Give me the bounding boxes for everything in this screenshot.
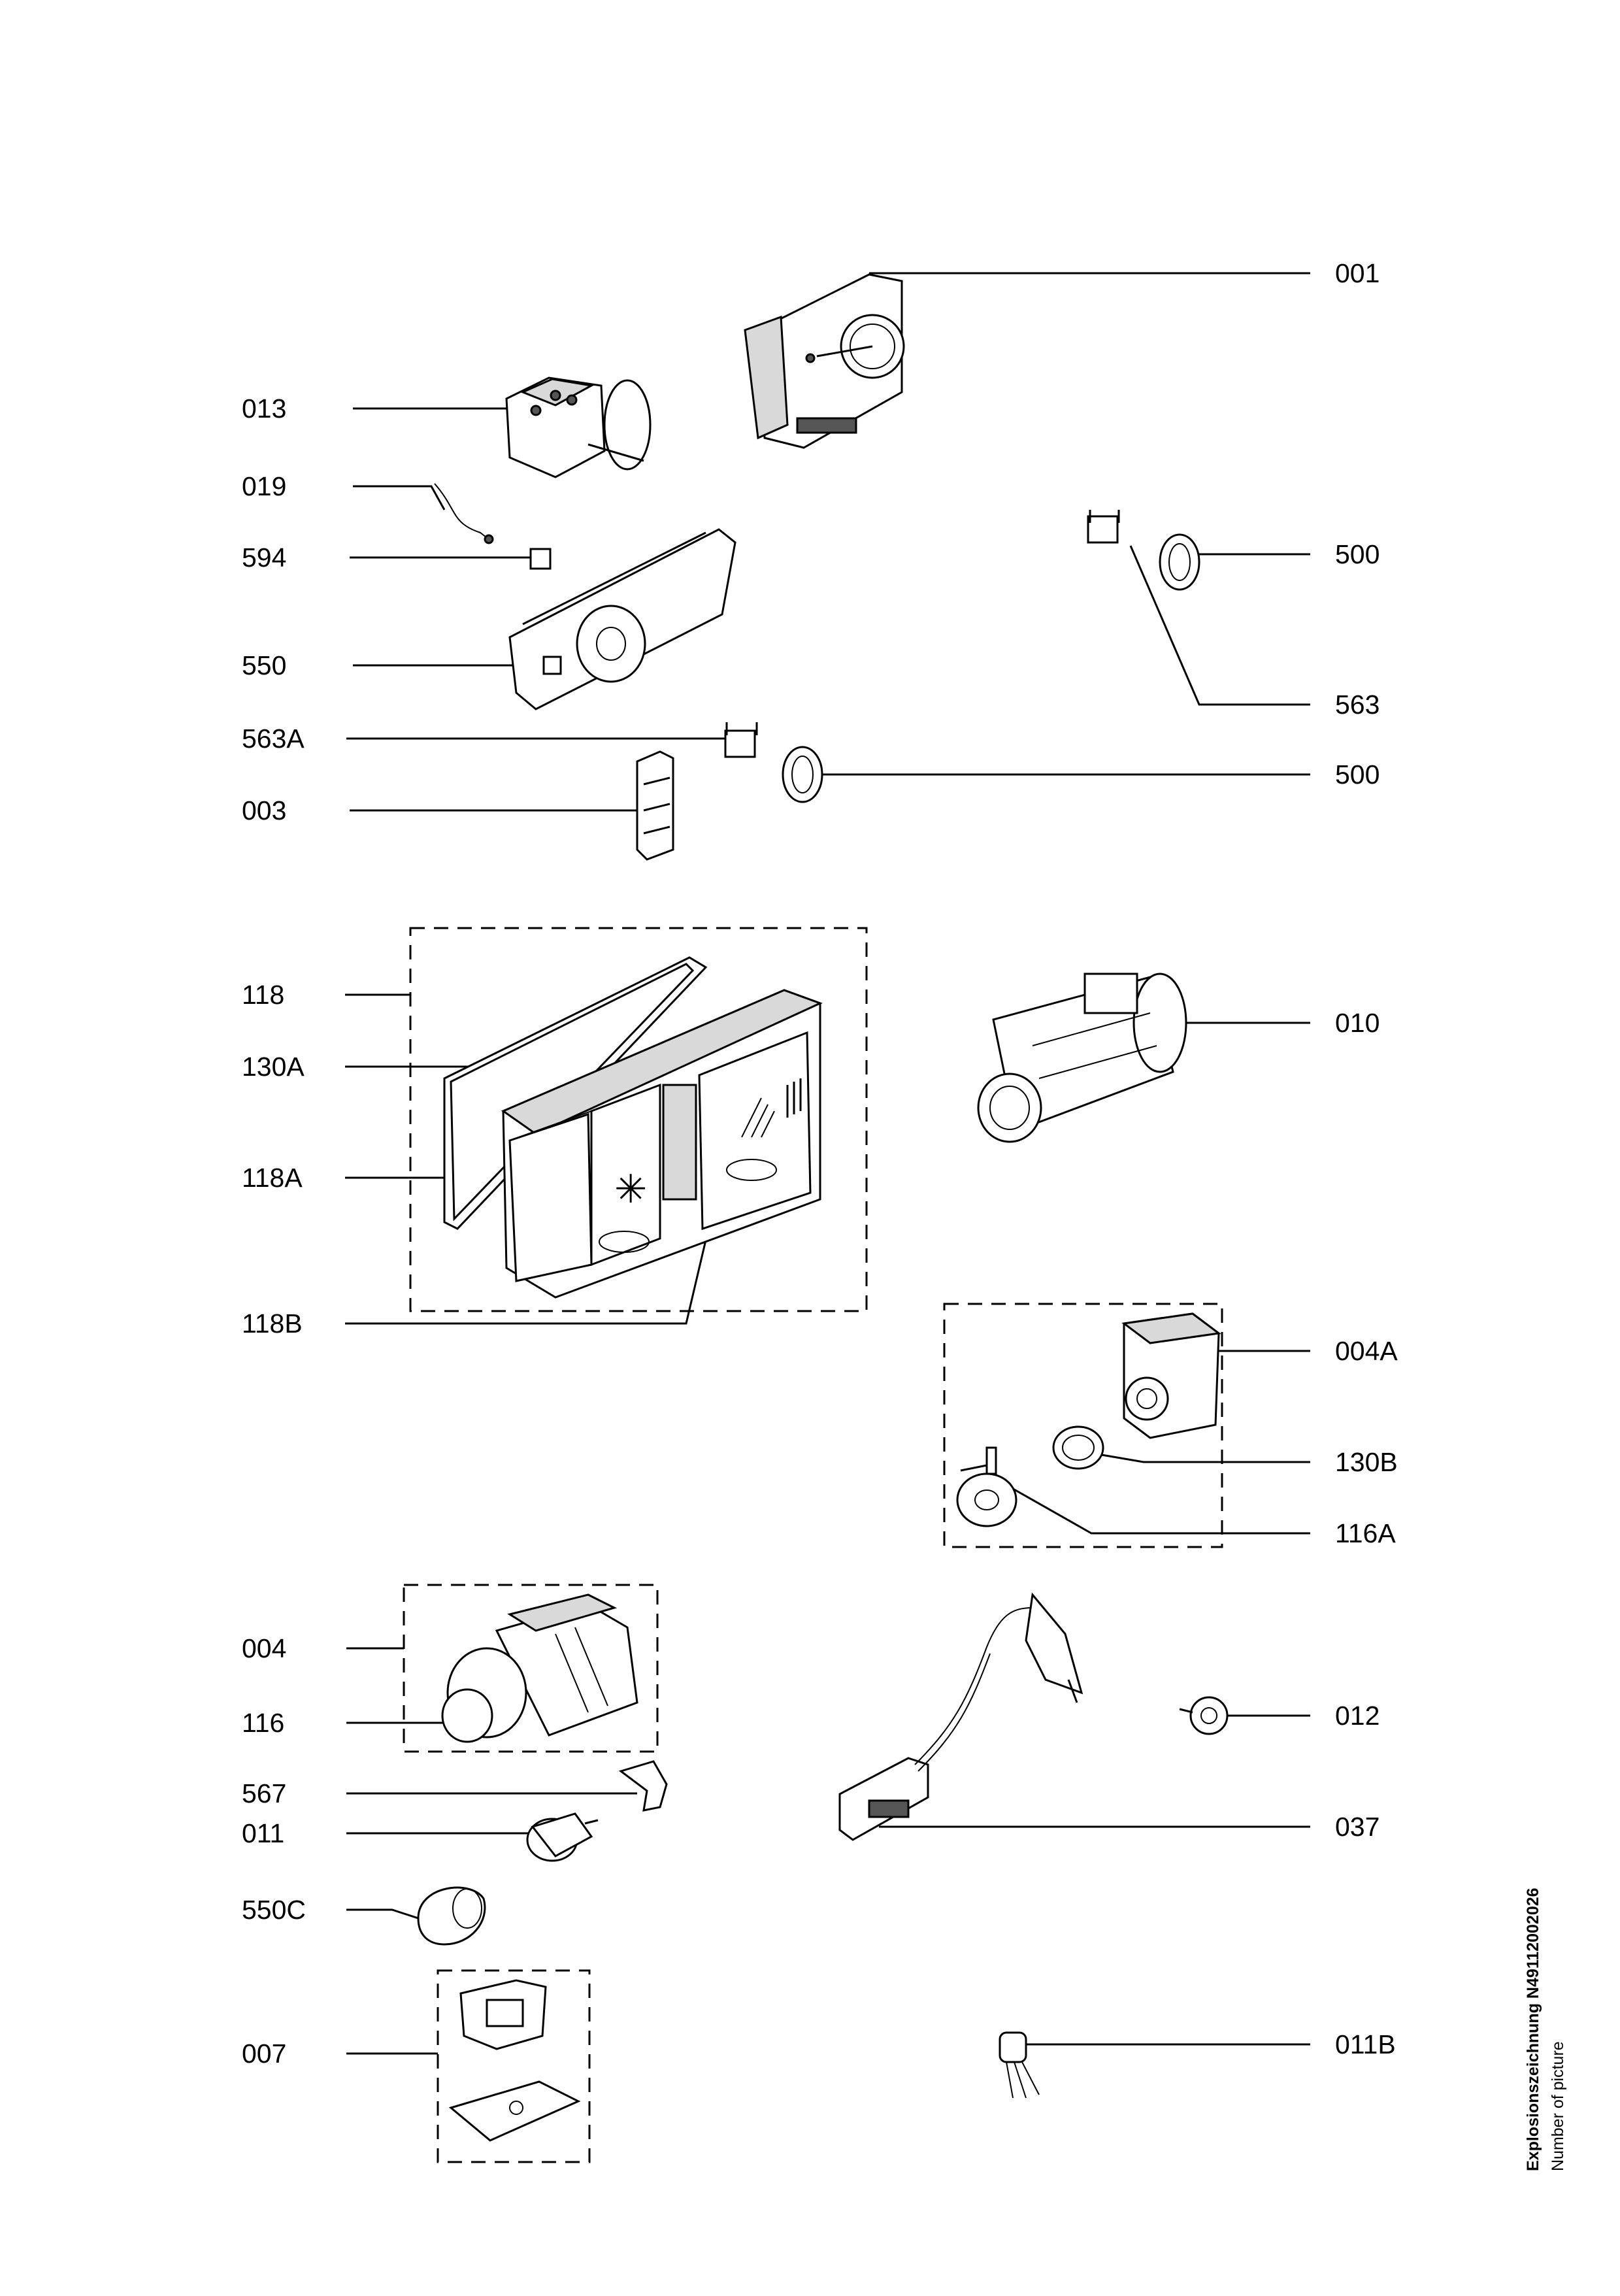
part-003-bracket bbox=[636, 750, 674, 861]
label-118: 118 bbox=[242, 980, 285, 1010]
part-116A-impeller bbox=[956, 1446, 1017, 1527]
part-019-wire bbox=[434, 483, 489, 540]
label-037: 037 bbox=[1335, 1812, 1380, 1842]
label-563: 563 bbox=[1335, 690, 1380, 720]
part-563-lamp bbox=[1087, 510, 1120, 544]
label-011: 011 bbox=[242, 1818, 285, 1848]
label-003: 003 bbox=[242, 795, 287, 825]
leader-563 bbox=[1129, 545, 1310, 706]
part-500-ring-lower bbox=[782, 746, 823, 803]
label-550: 550 bbox=[242, 650, 287, 680]
part-011-capacitor bbox=[526, 1812, 599, 1862]
label-118B: 118B bbox=[242, 1308, 303, 1339]
label-130B: 130B bbox=[1335, 1447, 1398, 1477]
part-594-clip bbox=[529, 548, 552, 570]
label-563A: 563A bbox=[242, 724, 305, 754]
part-010-heater bbox=[977, 973, 1187, 1143]
leader-130B bbox=[1097, 1453, 1310, 1463]
label-500-upper: 500 bbox=[1335, 539, 1380, 569]
part-550-fascia bbox=[508, 528, 736, 710]
part-013-switch bbox=[505, 376, 652, 478]
group-boxes bbox=[403, 927, 1223, 2163]
part-563A-lamp bbox=[724, 722, 758, 758]
svg-text:✳: ✳ bbox=[614, 1167, 647, 1212]
label-550C: 550C bbox=[242, 1895, 306, 1925]
part-019-tip bbox=[484, 534, 494, 544]
part-004A-pump bbox=[1121, 1312, 1221, 1439]
group-box-118 bbox=[409, 927, 868, 1312]
label-118A: 118A bbox=[242, 1163, 303, 1193]
part-012-thermostat bbox=[1179, 1696, 1229, 1735]
part-550C-knob bbox=[417, 1886, 486, 1946]
leader-550C bbox=[346, 1908, 419, 1920]
label-500-lower: 500 bbox=[1335, 759, 1380, 790]
group-box-004 bbox=[403, 1584, 659, 1753]
label-004: 004 bbox=[242, 1633, 287, 1663]
label-116A: 116A bbox=[1335, 1518, 1396, 1548]
group-box-004A bbox=[943, 1303, 1223, 1548]
label-012: 012 bbox=[1335, 1701, 1380, 1731]
drawing-number: Explosionszeichnung N49112002026 bbox=[1524, 1888, 1542, 2171]
part-567-clip bbox=[618, 1760, 668, 1812]
leader-019 bbox=[353, 485, 446, 510]
label-567: 567 bbox=[242, 1778, 287, 1808]
label-130A: 130A bbox=[242, 1052, 305, 1082]
label-116: 116 bbox=[242, 1708, 285, 1738]
label-019: 019 bbox=[242, 471, 287, 501]
label-010: 010 bbox=[1335, 1008, 1380, 1038]
part-007-module bbox=[448, 1979, 581, 2142]
label-007: 007 bbox=[242, 2038, 287, 2069]
part-500-ring-upper bbox=[1159, 533, 1200, 591]
label-594: 594 bbox=[242, 542, 287, 573]
leader-116A bbox=[1009, 1486, 1310, 1535]
group-box-007 bbox=[437, 1969, 591, 2163]
label-001: 001 bbox=[1335, 258, 1380, 288]
label-011B: 011B bbox=[1335, 2029, 1396, 2059]
label-004A: 004A bbox=[1335, 1336, 1398, 1366]
part-037-mains-cable bbox=[838, 1592, 1083, 1841]
part-011B-filter bbox=[999, 2031, 1040, 2099]
part-004-pump bbox=[441, 1593, 638, 1743]
part-001-timer bbox=[744, 273, 905, 449]
part-118-dispenser: ✳ bbox=[443, 956, 823, 1299]
label-013: 013 bbox=[242, 393, 287, 424]
part-130B-seal bbox=[1052, 1425, 1104, 1470]
drawing-number-caption: Number of picture bbox=[1549, 2041, 1567, 2171]
